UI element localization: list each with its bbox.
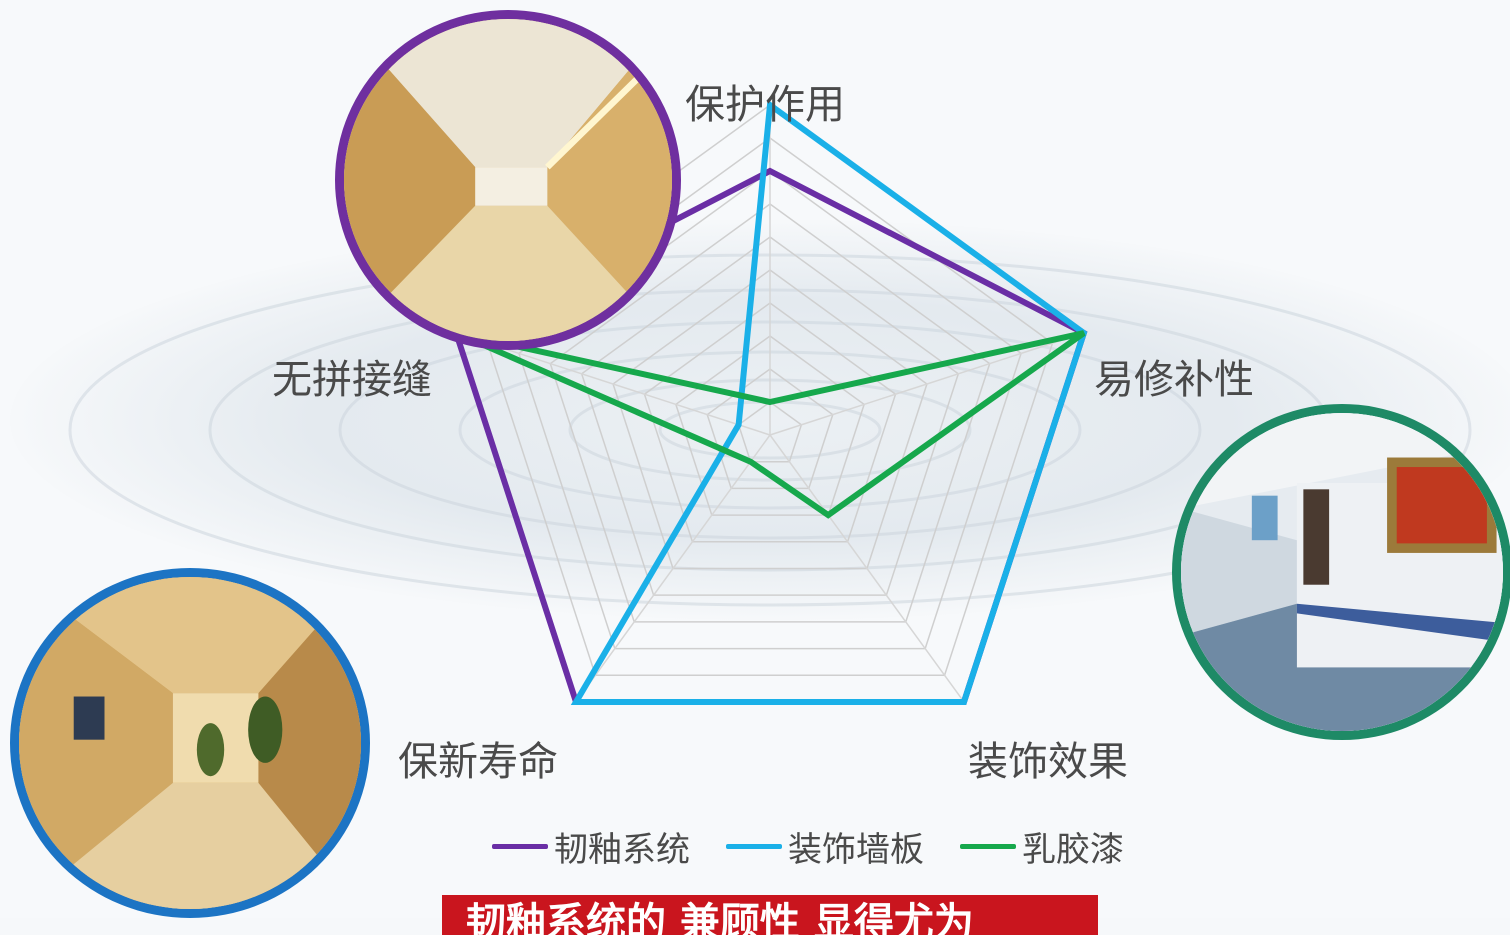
- radar-spoke: [575, 434, 771, 703]
- axis-label-protection: 保护作用: [685, 82, 845, 128]
- radar-grid-ring: [612, 269, 928, 570]
- corridor-photo-hospital: [1172, 404, 1510, 740]
- corridor-photo-beige: [335, 10, 681, 350]
- axis-label-decor-effect: 装饰效果: [968, 739, 1128, 785]
- corridor-photo-warm: [10, 568, 370, 918]
- radar-grid-ring: [674, 335, 866, 516]
- legend-label: 乳胶漆: [1022, 829, 1124, 870]
- legend-swatch: [726, 843, 782, 849]
- legend-item-series-3: 乳胶漆: [960, 822, 1124, 871]
- radar-grid-ring: [580, 236, 960, 596]
- radar-spoke: [455, 332, 771, 436]
- axis-label-repairability: 易修补性: [1094, 357, 1254, 403]
- legend-label: 韧釉系统: [554, 829, 690, 870]
- radar-grid-ring: [706, 368, 834, 490]
- bottom-banner: 韧釉系统的 兼顾性 显得尤为: [442, 895, 1098, 935]
- axis-label-seamless: 无拼接缝: [272, 357, 432, 403]
- legend-item-series-1: 韧釉系统: [492, 822, 690, 871]
- radar-spoke: [769, 332, 1085, 436]
- radar-grid-ring: [737, 401, 803, 463]
- legend-label: 装饰墙板: [788, 829, 924, 870]
- radar-spoke: [769, 434, 965, 703]
- radar-axis-labels: 保护作用 易修补性 装饰效果 保新寿命 无拼接缝: [272, 82, 1254, 785]
- legend-swatch: [960, 843, 1016, 849]
- legend-item-series-2: 装饰墙板: [726, 822, 924, 871]
- radar-series-line-2: [570, 99, 1088, 705]
- legend-swatch: [492, 843, 548, 849]
- radar-grid-ring: [549, 203, 991, 623]
- axis-label-lifespan: 保新寿命: [398, 739, 558, 785]
- chart-legend: 韧釉系统 装饰墙板 乳胶漆: [492, 822, 1124, 870]
